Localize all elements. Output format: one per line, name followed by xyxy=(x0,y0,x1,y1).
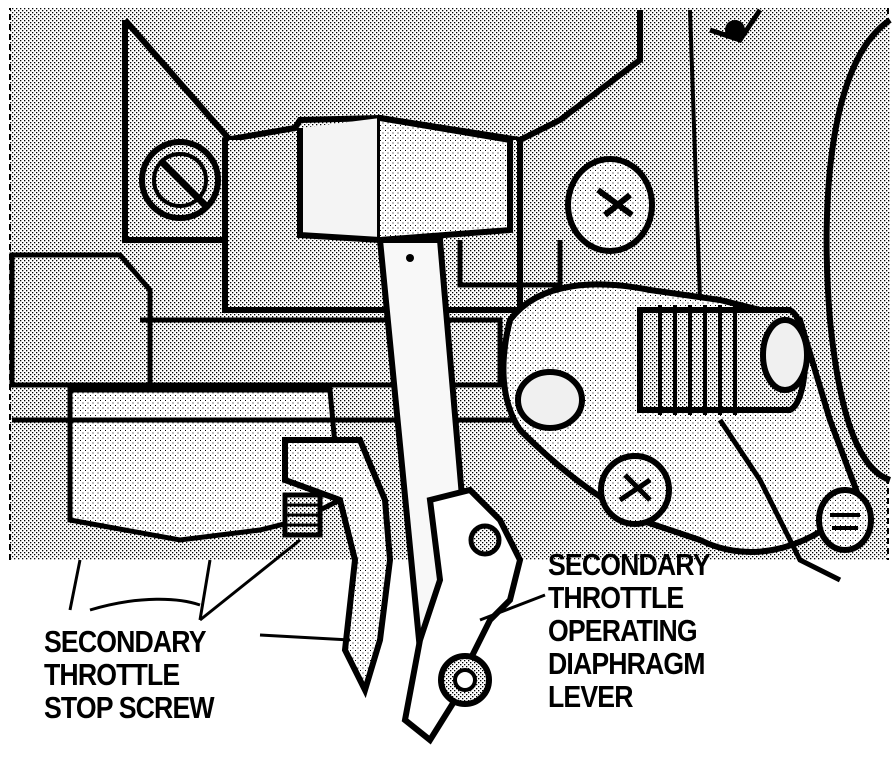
diaphragm-lever-label-line-4: DIAPHRAGM xyxy=(548,646,706,681)
stop-screw-label: SECONDARY THROTTLE STOP SCREW xyxy=(44,624,215,725)
lower-body-block xyxy=(67,387,343,543)
pivot-boss xyxy=(515,369,585,431)
main-casting xyxy=(9,252,153,388)
far-right-screw-icon xyxy=(816,487,874,553)
diaphragm-lever-label-line-5: LEVER xyxy=(548,679,633,714)
leader-line-stop-screw xyxy=(199,538,301,622)
upper-right-screw-icon xyxy=(565,156,655,254)
diaphragm-housing xyxy=(823,17,892,483)
diaphragm-lever-label-line-3: OPERATING xyxy=(548,613,698,648)
diaphragm-lever-label-line-2: THROTTLE xyxy=(548,580,684,615)
stop-screw-label-line-1: SECONDARY xyxy=(44,624,206,659)
upper-plate xyxy=(122,10,643,243)
spring-icon xyxy=(637,305,810,415)
diaphragm-lever-label: SECONDARY THROTTLE OPERATING DIAPHRAGM L… xyxy=(548,548,710,713)
stop-screw-label-line-2: THROTTLE xyxy=(44,657,180,692)
stop-screw-icon xyxy=(282,492,323,538)
left-screw-icon xyxy=(139,139,221,221)
diaphragm-lever-label-line-1: SECONDARY xyxy=(548,547,710,582)
stop-screw-label-line-3: STOP SCREW xyxy=(44,690,215,725)
leader-line-diaphragm-lever xyxy=(479,593,546,622)
lever-pin-icon xyxy=(438,653,492,707)
lower-right-screw-icon xyxy=(598,453,672,527)
